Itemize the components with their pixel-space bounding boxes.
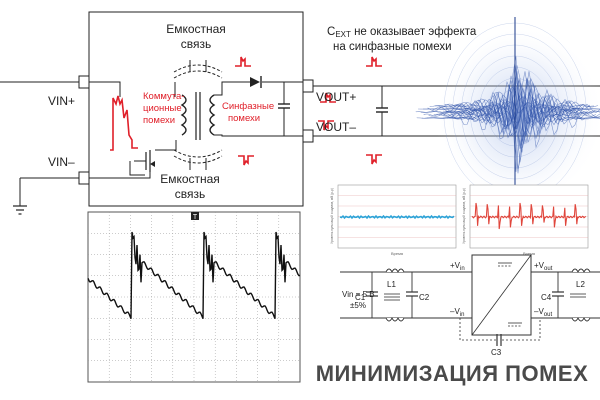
c4-capacitor: [552, 272, 564, 318]
cext-subscript: EXT: [335, 30, 351, 39]
cext-annotation-line1: CEXT не оказывает эффекта: [327, 26, 477, 39]
common-mode-noise-line2: помехи: [228, 113, 260, 124]
pin-vin-plus: [78, 75, 90, 89]
burst-wave: [451, 79, 579, 169]
plot-left-ylabel: Уровень пульсаций и шумов, мВ (p-p): [330, 188, 334, 244]
pin-vout-plus: [302, 79, 314, 93]
vin-minus-pin-label: –Vin: [450, 307, 464, 318]
vout-plus-pin-main: +V: [534, 261, 545, 270]
c1-capacitor: [366, 272, 378, 318]
burst-wave: [423, 87, 600, 137]
blip-vout-plus: [320, 92, 336, 103]
c4-label: C4: [541, 293, 552, 302]
l2-label: L2: [576, 280, 585, 289]
isolation-schematic: Емкостная связь Емкостная связь Коммута-…: [0, 11, 600, 215]
vout-plus-label: VOUT+: [316, 90, 356, 104]
burst-wave: [434, 71, 595, 172]
switching-noise-line3: помехи: [143, 115, 175, 126]
oscilloscope: T: [87, 211, 301, 383]
plot-right-ylabel: Уровень пульсаций и шумов, мВ (p-p): [462, 188, 466, 244]
top-coupling-line2: связь: [181, 37, 212, 51]
blip-bottom-output: [366, 154, 382, 165]
vout-plus-pin-sub: out: [544, 266, 553, 272]
secondary-bottom-wire: [214, 134, 303, 137]
plot-left-xlabel: Время: [391, 251, 403, 256]
top-coupling-line1: Емкостная: [166, 22, 226, 36]
burst-wave: [440, 95, 589, 125]
cext-capacitor: [376, 86, 388, 136]
cext-annotation-line2: на синфазные помехи: [333, 41, 452, 53]
secondary-winding: [209, 94, 216, 136]
vout-minus-pin-label: –Vout: [534, 307, 552, 318]
converter-box: [88, 11, 304, 207]
common-mode-noise-line1: Синфазные: [222, 101, 274, 112]
vout-minus-pin-main: –V: [534, 307, 544, 316]
l1-choke: [384, 268, 405, 322]
switching-noise-line1: Коммута-: [143, 91, 184, 102]
secondary-top-wire: [214, 81, 250, 96]
pin-vout-minus: [302, 129, 314, 143]
vin-plus-pin-sub: in: [460, 266, 465, 272]
coupling-arc-top-1: [173, 70, 223, 79]
cext-symbol: C: [327, 26, 335, 38]
filter-vin-label: Vin = 5 В: [342, 290, 375, 299]
c2-capacitor: [406, 272, 418, 318]
primary-top-wire: [89, 81, 121, 97]
coupling-arc-bottom-2: [173, 155, 223, 164]
vin-plus-label: VIN+: [48, 94, 75, 108]
primary-winding: [180, 94, 187, 136]
filter-schematic: Vin = 5 В ±5% C1 L1 C2 C3 C4 L2 +Vin –Vi…: [340, 254, 600, 357]
coupling-arc-bottom-1: [173, 149, 223, 158]
switching-noise-wave: [110, 95, 138, 151]
trigger-marker-icon: T: [191, 212, 199, 221]
pin-vin-minus: [78, 171, 90, 185]
plot-right-trace: [471, 202, 587, 230]
plot-right-xlabel: Время: [523, 251, 535, 256]
ground-icon: [13, 205, 27, 215]
output-capacitor: [278, 82, 290, 136]
ripple-plot-unfiltered: Время Уровень пульсаций и шумов, мВ (p-p…: [462, 184, 589, 256]
c3-label: C3: [491, 348, 502, 357]
rectifier-diode: [250, 76, 262, 88]
c3-capacitor: [459, 318, 541, 346]
page-title: МИНИМИЗАЦИЯ ПОМЕХ: [316, 361, 589, 386]
vout-minus-label: VOUT–: [316, 120, 356, 134]
vout-minus-pin-sub: out: [544, 312, 553, 318]
ripple-plot-filtered: Время Уровень пульсаций и шумов, мВ (p-p…: [330, 184, 457, 256]
c2-label: C2: [419, 293, 430, 302]
burst-wave: [417, 96, 600, 121]
vin-plus-pin-label: +Vin: [450, 261, 465, 272]
primary-bottom-wire: [89, 172, 151, 179]
coupling-arc-top-2: [173, 64, 223, 73]
c1-label: C1: [355, 293, 366, 302]
burst-wave: [432, 71, 596, 163]
vin-minus-label: VIN–: [48, 155, 75, 169]
cext-annotation-text: не оказывает эффекта: [351, 26, 477, 38]
blip-vout-minus: [318, 120, 334, 131]
noise-burst-graphic: [415, 17, 600, 207]
vin-plus-pin-main: +V: [450, 261, 461, 270]
filter-tol-label: ±5%: [350, 301, 366, 310]
scope-trace: [87, 231, 301, 319]
blip-top-output: [366, 56, 382, 67]
switching-noise-line2: ционные: [143, 103, 182, 114]
blip-top-inner: [235, 56, 251, 67]
vout-plus-pin-label: +Vout: [534, 261, 553, 272]
bottom-coupling-line2: связь: [175, 187, 206, 201]
plot-left-trace: [339, 214, 455, 220]
vin-minus-pin-main: –V: [450, 307, 460, 316]
l1-label: L1: [387, 280, 396, 289]
mosfet-switch-icon: [129, 150, 155, 176]
dcdc-diagonal: [471, 254, 532, 336]
trigger-marker-label: T: [193, 214, 198, 221]
vin-minus-pin-sub: in: [460, 312, 465, 318]
l2-choke: [570, 268, 591, 322]
bottom-coupling-line1: Емкостная: [160, 172, 220, 186]
primary-switch-wire: [155, 140, 177, 151]
noise-blips: [235, 56, 382, 166]
blip-bottom-inner: [238, 155, 254, 166]
burst-waves: [415, 17, 600, 207]
burst-wave: [429, 80, 599, 147]
